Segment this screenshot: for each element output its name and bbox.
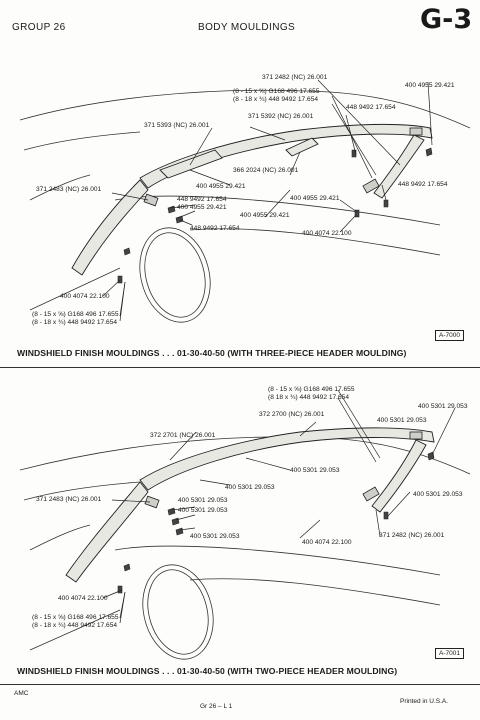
divider: [0, 684, 480, 685]
callout-label: 371 5392 (NC) 26.001: [248, 113, 314, 120]
callout-label: 400 4074 22.100: [302, 539, 352, 546]
callout-label: 400 4074 22.100: [58, 595, 108, 602]
callout-label: 372 2701 (NC) 26.001: [150, 432, 216, 439]
callout-label: 400 5301 29.053: [418, 403, 468, 410]
page-code: G-3: [420, 4, 473, 35]
callout-label: 371 2483 (NC) 26.001: [36, 186, 102, 193]
callout-label: 400 5301 29.053: [225, 484, 275, 491]
group-number: GROUP 26: [12, 22, 66, 33]
callout-label: 448 9492 17.654: [190, 225, 240, 232]
callout-label: 448 9492 17.654: [346, 104, 396, 111]
figure-reference: A-7000: [435, 330, 464, 341]
callout-label: 400 5301 29.053: [413, 491, 463, 498]
callout-label: 400 4955 29.421: [405, 82, 455, 89]
figure-2-drawing: [19, 389, 471, 660]
callout-label: 448 9492 17.654: [177, 196, 227, 203]
figure-caption: WINDSHIELD FINISH MOULDINGS . . . 01-30-…: [17, 666, 398, 676]
footer-printed: Printed in U.S.A.: [400, 698, 449, 705]
callout-label: (8 - 15 x ⅝) G168 496 17.655: [268, 386, 355, 393]
callout-label: 366 2024 (NC) 26.001: [233, 167, 299, 174]
callout-label: 400 4955 29.421: [196, 183, 246, 190]
callout-label: 400 5301 29.053: [190, 533, 240, 540]
callout-label: 400 4074 22.100: [302, 230, 352, 237]
callout-label: 448 9492 17.654: [398, 181, 448, 188]
callout-label: 371 5393 (NC) 26.001: [144, 122, 210, 129]
callout-label: (8 - 15 x ⅝) G168 496 17.655: [233, 88, 320, 95]
callout-label: (8 18 x ¾) 448 9492 17.654: [268, 394, 350, 401]
callout-label: 400 5301 29.053: [377, 417, 427, 424]
footer-brand: AMC: [14, 690, 29, 697]
callout-label: 400 4074 22.100: [60, 293, 110, 300]
callout-label: 371 2482 (NC) 26.001: [379, 532, 445, 539]
callout-label: 400 4955 29.421: [290, 195, 340, 202]
section-title: BODY MOULDINGS: [198, 22, 296, 33]
callout-label: 400 5301 29.053: [178, 507, 228, 514]
callout-label: 400 5301 29.053: [290, 467, 340, 474]
callout-label: (8 - 18 x ¾) 448 9492 17.654: [233, 96, 319, 103]
footer-page-id: Gr 26 – L 1: [200, 703, 233, 710]
callout-label: 371 2483 (NC) 26.001: [36, 496, 102, 503]
callout-label: 400 4955 29.421: [240, 212, 290, 219]
callout-label: 372 2700 (NC) 26.001: [259, 411, 325, 418]
callout-label: (8 - 15 x ⅝) G168 496 17.655: [32, 311, 119, 318]
callout-label: 400 5301 29.053: [178, 497, 228, 504]
callout-label: (8 - 15 x ⅝) G168 496 17.655: [32, 614, 119, 621]
figure-reference: A-7001: [435, 648, 464, 659]
figure-caption: WINDSHIELD FINISH MOULDINGS . . . 01-30-…: [17, 348, 407, 358]
callout-label: (8 - 18 x ¾) 448 9492 17.654: [32, 319, 118, 326]
divider: [0, 367, 480, 368]
callout-label: 400 4955 29.421: [177, 204, 227, 211]
callout-label: 371 2482 (NC) 26.001: [262, 74, 328, 81]
callout-label: (8 - 18 x ¾) 448 9492 17.654: [32, 622, 118, 629]
figure-1-drawing: [19, 79, 471, 323]
